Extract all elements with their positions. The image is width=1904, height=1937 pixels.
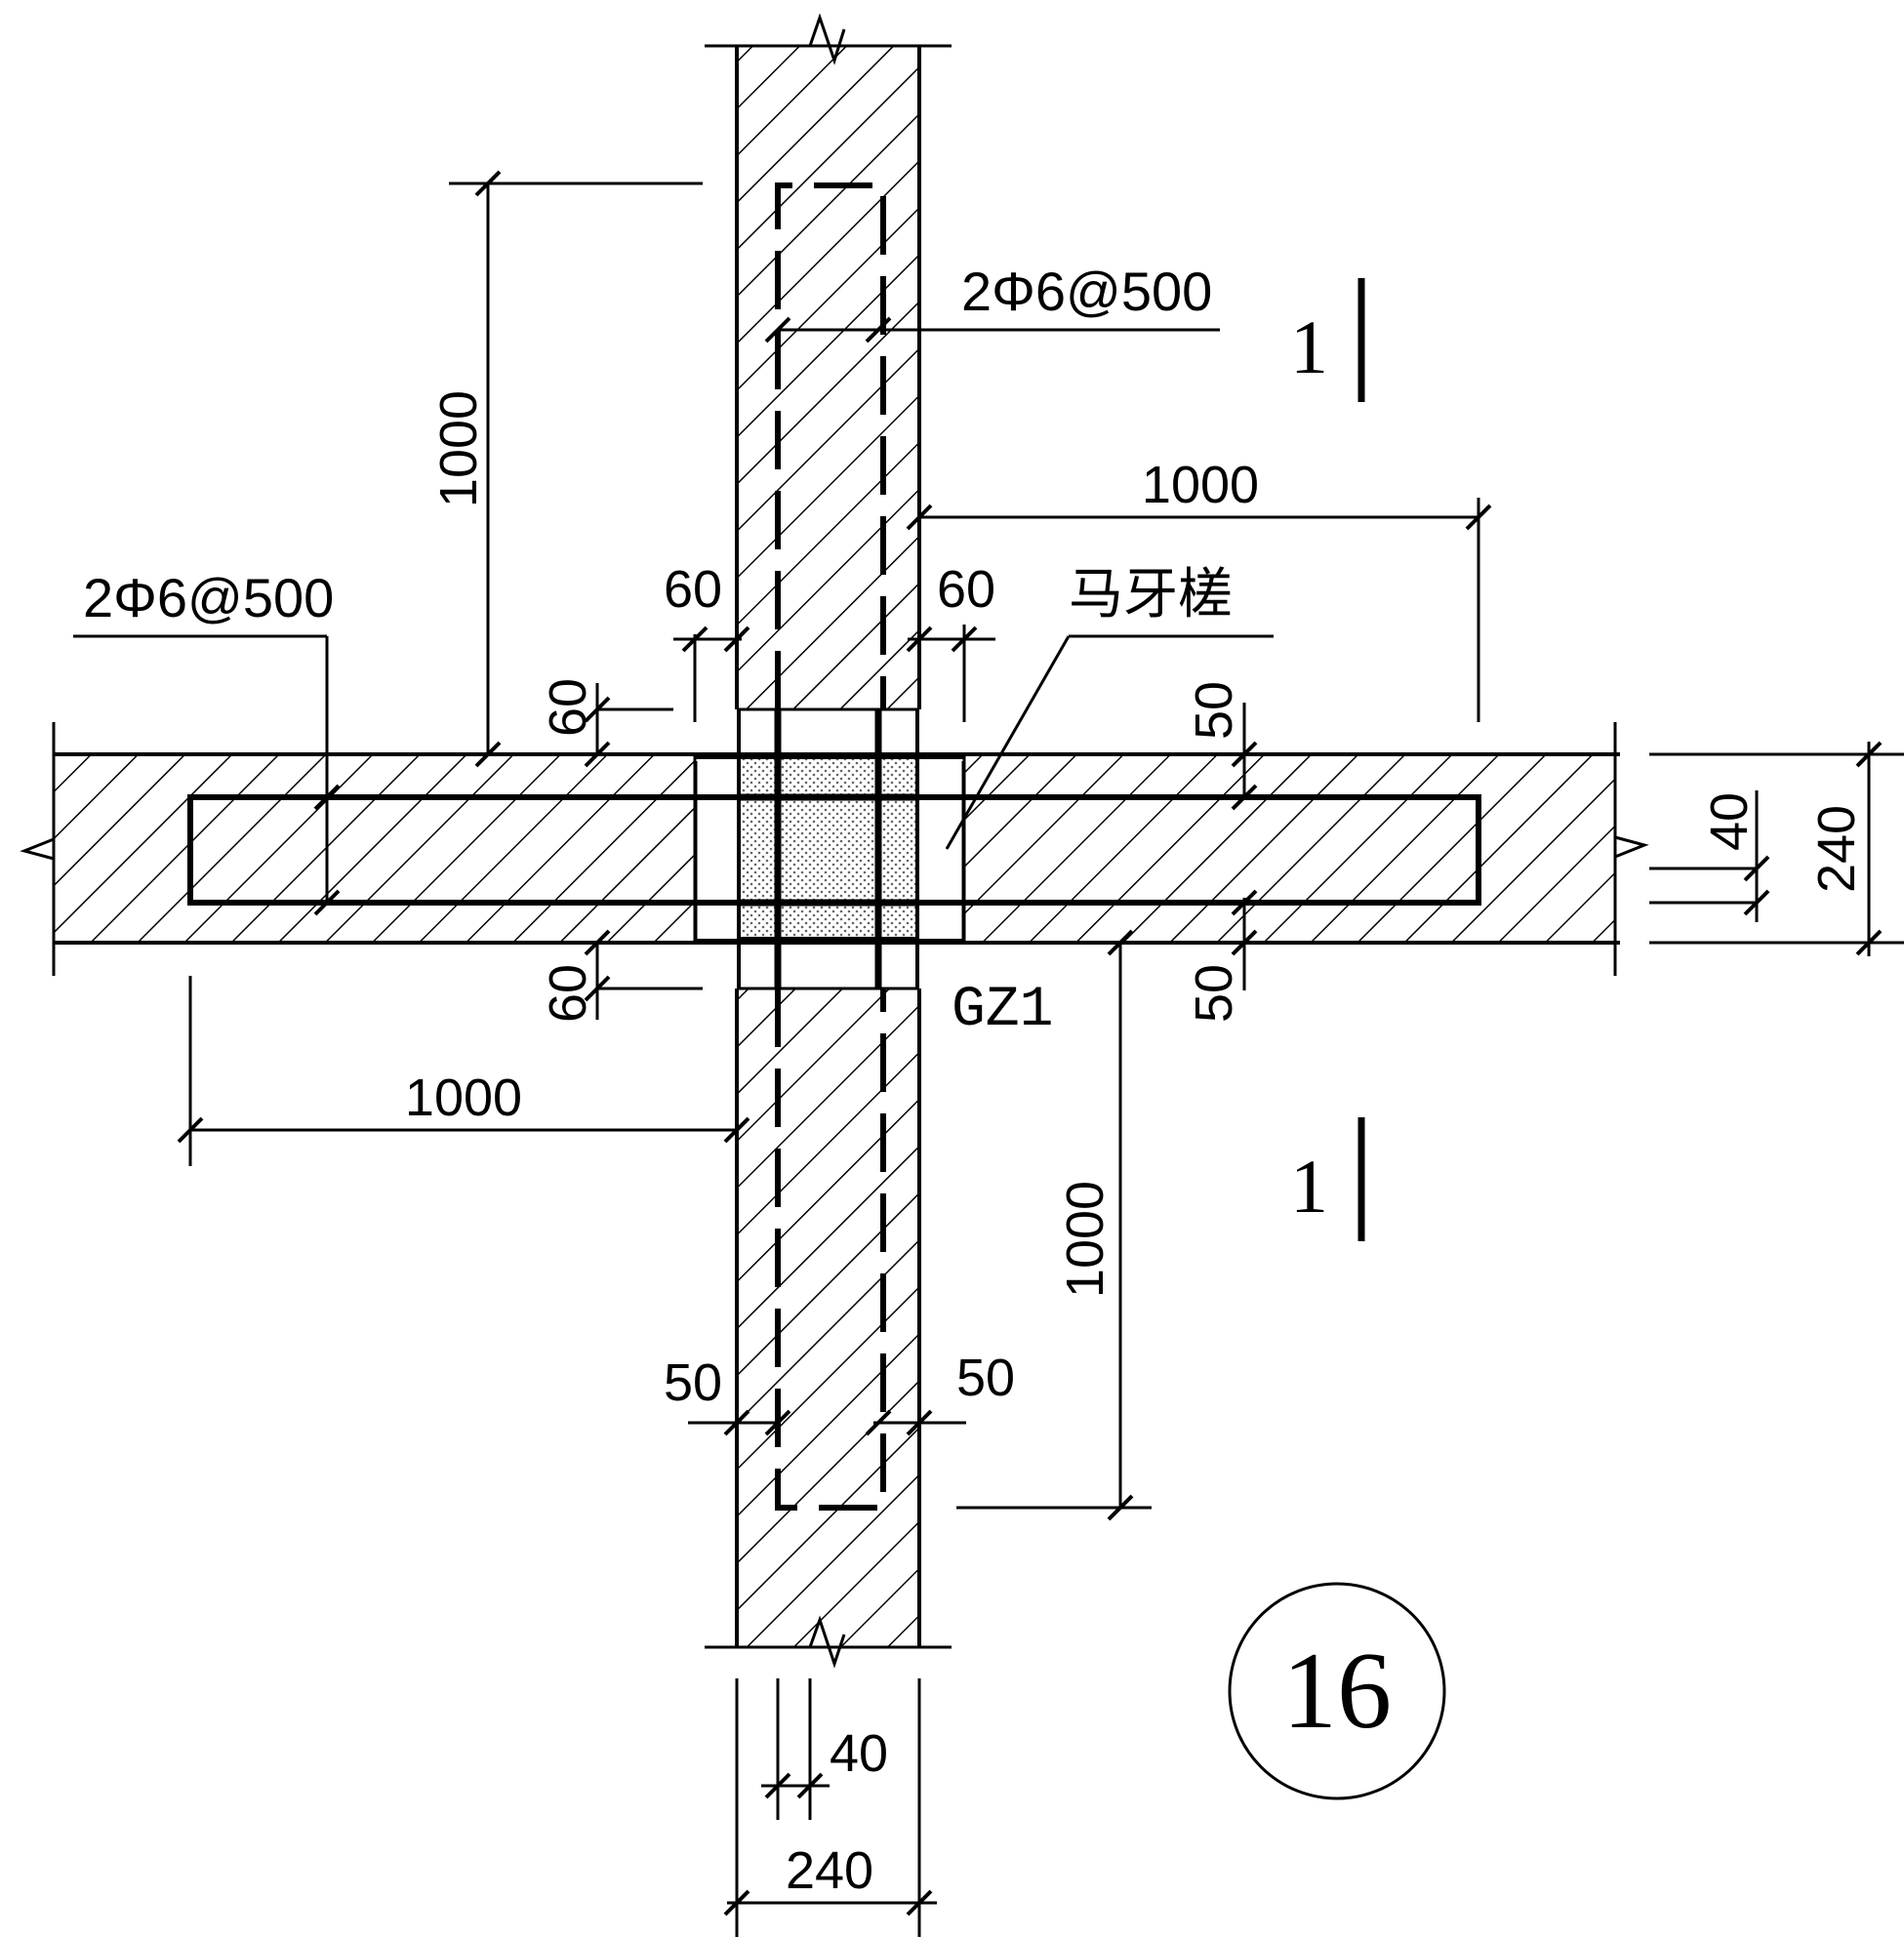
dim-left-1000-text: 1000 [405, 1069, 522, 1127]
dimension-right-upper-50: 50 [1185, 681, 1258, 811]
dim-right-1000-text: 1000 [1142, 456, 1259, 514]
dimension-right-1000: 1000 [906, 456, 1492, 722]
dimension-right-lower-50: 50 [1185, 889, 1258, 1023]
dim-top-left-60-text: 60 [664, 560, 722, 619]
section-mark-bottom: 1 [1290, 1117, 1365, 1241]
column-label-gz1: GZ1 [952, 979, 1053, 1042]
dimension-top-1000: 1000 [429, 170, 703, 768]
dim-right-lower-50-text: 50 [1185, 964, 1243, 1023]
dimension-right-40-240: 40 240 [1649, 741, 1904, 956]
dim-left-upper-60-text: 60 [539, 678, 597, 737]
vertical-wall-upper [737, 46, 919, 709]
horizontal-wall-right [964, 754, 1615, 943]
mayacha-label-text: 马牙槎 [1069, 563, 1233, 625]
dimension-left-upper-60: 60 [539, 678, 673, 768]
dim-bottom-40-text: 40 [830, 1724, 888, 1783]
dim-right-240-text: 240 [1807, 805, 1866, 893]
break-mark-left [20, 837, 55, 861]
dimension-left-1000: 1000 [177, 976, 750, 1166]
dim-bottom-right-50-text: 50 [956, 1349, 1015, 1407]
rebar-vertical-upper [775, 182, 886, 709]
detail-number-text: 16 [1282, 1631, 1392, 1752]
dim-bottom-left-50-text: 50 [664, 1353, 722, 1412]
rebar-vertical-lower [775, 989, 886, 1511]
dimension-top-left-60: 60 [664, 560, 750, 722]
dimension-bottom-right-50: 50 [865, 1349, 1015, 1436]
mayacha-label: 马牙槎 [945, 563, 1274, 850]
rebar-label-left: 2Φ6@500 [73, 567, 341, 916]
dim-bottom-240-text: 240 [786, 1841, 873, 1900]
break-mark-bottom [808, 1615, 846, 1669]
dim-right-40-text: 40 [1700, 792, 1759, 851]
dimension-bottom-1000: 1000 [956, 929, 1152, 1521]
section-mark-top: 1 [1290, 278, 1365, 402]
dimension-top-right-60: 60 [906, 560, 995, 722]
rebar-horizontal-left [187, 794, 695, 906]
section-mark-bottom-number: 1 [1290, 1144, 1328, 1229]
dim-left-lower-60-text: 60 [539, 964, 597, 1023]
rebar-label-left-text: 2Φ6@500 [83, 567, 334, 628]
dim-top-1000-text: 1000 [429, 390, 488, 507]
dimension-left-lower-60: 60 [539, 929, 703, 1023]
rebar-label-top: 2Φ6@500 [764, 261, 1220, 343]
break-mark-top [808, 13, 846, 65]
horizontal-wall-left [54, 754, 695, 943]
rebar-horizontal-right [964, 794, 1481, 906]
rebar-label-top-text: 2Φ6@500 [961, 261, 1212, 322]
vertical-wall-lower [737, 989, 919, 1647]
break-mark-right [1614, 835, 1649, 859]
dimension-bottom-40-240: 40 240 [723, 1678, 937, 1937]
dim-bottom-1000-text: 1000 [1056, 1181, 1114, 1298]
section-mark-top-number: 1 [1290, 304, 1328, 389]
detail-number-badge: 16 [1228, 1582, 1446, 1800]
dim-top-right-60-text: 60 [937, 560, 995, 619]
dimension-bottom-left-50: 50 [664, 1353, 791, 1436]
dim-right-upper-50-text: 50 [1185, 681, 1243, 740]
